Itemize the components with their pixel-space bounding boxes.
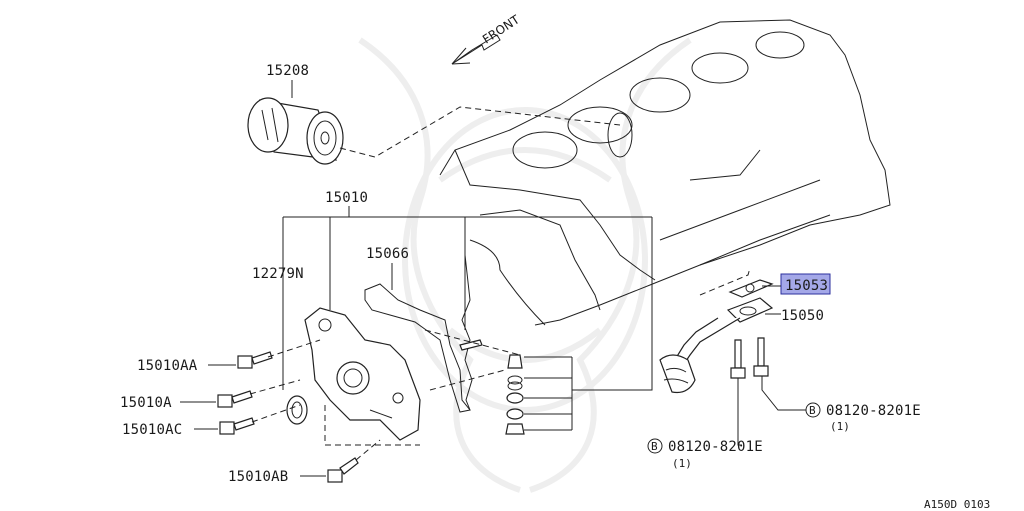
oil-pump-body xyxy=(286,307,421,441)
strainer-label: 15050 xyxy=(781,308,824,324)
gasket-screw xyxy=(459,339,483,351)
oil-filter: 15208 xyxy=(247,63,621,165)
bolt-b-right-symbol: B xyxy=(809,404,816,417)
strainer-gasket: 15053 xyxy=(699,267,831,298)
pump-dash-outline xyxy=(324,405,420,446)
bolt-b-bottom-symbol: B xyxy=(651,440,658,453)
bolt-15010aa: 15010AA xyxy=(137,339,321,374)
bolt-b-right: B 08120-8201E (1) xyxy=(805,402,921,433)
relief-valve-parts xyxy=(424,329,573,435)
oil-pump-assy-label: 15010 xyxy=(325,190,368,206)
bolt-b-right-part: 08120-8201E xyxy=(826,403,921,419)
oil-pump-bracket: 15010 xyxy=(282,190,653,391)
gasket-12279n-label: 12279N xyxy=(252,266,304,282)
diagram-ref-code: A150D 0103 xyxy=(924,498,990,511)
bolt-b-bottom: B 08120-8201E (1) xyxy=(647,438,763,470)
bolt-15010a: 15010A xyxy=(120,379,301,411)
bolt-15010ab: 15010AB xyxy=(228,439,381,485)
bolt-15010a-label: 15010A xyxy=(120,395,172,411)
highlight-box xyxy=(780,273,831,295)
strainer-bolts xyxy=(730,337,806,446)
oil-filter-label: 15208 xyxy=(266,63,309,79)
bolt-15010ac: 15010AC xyxy=(122,404,301,438)
gasket-15066-shape xyxy=(364,283,471,413)
bolt-b-right-qty: (1) xyxy=(830,420,850,433)
gasket-15066-label: 15066 xyxy=(366,246,409,262)
bolt-15010ab-label: 15010AB xyxy=(228,469,288,485)
front-label: FRONT xyxy=(480,12,523,46)
engine-block xyxy=(439,19,891,411)
oil-strainer: 15050 xyxy=(659,297,824,394)
bolt-15010ac-label: 15010AC xyxy=(122,422,182,438)
bolt-15010aa-label: 15010AA xyxy=(137,358,198,374)
bolt-b-bottom-part: 08120-8201E xyxy=(668,439,763,455)
front-arrow: FRONT xyxy=(451,12,523,65)
bolt-b-bottom-qty: (1) xyxy=(672,457,692,470)
strainer-gasket-label: 15053 xyxy=(785,278,828,294)
